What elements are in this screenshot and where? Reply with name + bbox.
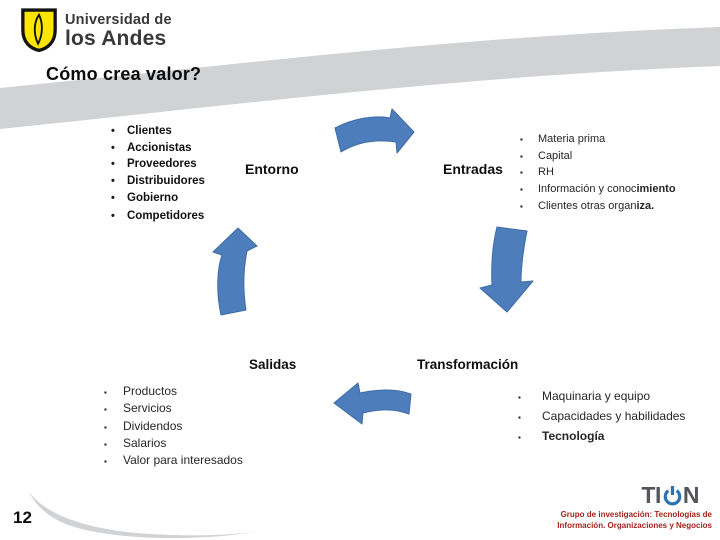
list-item: •Clientes: [111, 125, 172, 137]
list-item: ▪Clientes otras organiza.: [520, 199, 655, 212]
salidas-list: ▪Productos ▪Servicios ▪Dividendos ▪Salar…: [104, 384, 243, 471]
entradas-list: ▪Materia prima ▪Capital ▪RH ▪Información…: [520, 133, 676, 216]
list-item: •Competidores: [111, 209, 205, 222]
list-item: ▪Capital: [520, 149, 573, 162]
transformacion-list: ▪Maquinaria y equipo ▪Capacidades y habi…: [518, 389, 685, 449]
tion-logo-left: TI: [641, 482, 661, 508]
university-name-line1: Universidad de: [65, 12, 172, 28]
bullet-icon: •: [111, 175, 115, 188]
page-number: 12: [13, 508, 32, 527]
university-logo-text: Universidad de los Andes: [65, 12, 172, 49]
bullet-icon: ▪: [104, 457, 107, 467]
entorno-label: Entorno: [245, 161, 299, 177]
caption-line1: Grupo de investigación: Tecnologías de: [560, 510, 712, 519]
list-item: ▪Maquinaria y equipo: [518, 389, 651, 403]
bottom-left-swoosh: [29, 492, 254, 539]
list-item: •Gobierno: [111, 191, 179, 204]
list-item: ▪Información y conocimiento: [520, 183, 676, 196]
list-item: •Proveedores: [111, 158, 197, 171]
bullet-icon: ▪: [520, 185, 523, 195]
university-logo: Universidad de los Andes: [20, 7, 172, 53]
bullet-icon: ▪: [520, 168, 523, 178]
research-group-caption: Grupo de investigación: Tecnologías de I…: [557, 510, 712, 531]
list-item: ▪Productos: [104, 384, 178, 398]
bullet-icon: •: [111, 191, 115, 204]
tion-logo-right: N: [682, 482, 700, 508]
list-item: ▪Valor para interesados: [104, 453, 243, 468]
bullet-icon: ▪: [104, 439, 107, 449]
header-band: [0, 27, 720, 129]
bullet-icon: •: [111, 125, 115, 137]
bullet-icon: •: [111, 141, 115, 154]
cycle-arrow-top-right-icon: [334, 108, 415, 154]
list-item: ▪Salarios: [104, 435, 167, 450]
bullet-icon: •: [111, 158, 115, 171]
bullet-icon: ▪: [520, 135, 523, 144]
bullet-icon: ▪: [518, 413, 521, 422]
list-item: ▪Dividendos: [104, 418, 183, 433]
list-item: •Distribuidores: [111, 175, 205, 188]
bullet-icon: •: [111, 209, 115, 222]
list-item: ▪Tecnología: [518, 429, 605, 443]
university-name-line2: los Andes: [65, 27, 167, 50]
cycle-arrow-right-down-icon: [479, 226, 534, 313]
bullet-icon: ▪: [518, 393, 521, 402]
power-icon: [663, 486, 682, 506]
salidas-label: Salidas: [249, 357, 297, 372]
transformacion-label: Transformación: [417, 357, 519, 372]
bullet-icon: ▪: [520, 201, 523, 211]
list-item: ▪Servicios: [104, 401, 172, 416]
cycle-arrow-left-up-icon: [212, 227, 258, 316]
tion-footer: TI N Grupo de investigación: Tecnologías…: [557, 484, 712, 531]
page-title: Cómo crea valor?: [46, 64, 202, 84]
caption-line2: Información. Organizaciones y Negocios: [557, 520, 712, 530]
cycle-arrow-bottom-left-icon: [333, 382, 412, 425]
bullet-icon: ▪: [104, 405, 107, 415]
list-item: •Accionistas: [111, 141, 192, 154]
bullet-icon: ▪: [518, 433, 521, 442]
bullet-icon: ▪: [104, 422, 107, 432]
bullet-icon: ▪: [520, 151, 523, 161]
entorno-list: •Clientes •Accionistas •Proveedores •Dis…: [111, 125, 205, 226]
list-item: ▪Capacidades y habilidades: [518, 409, 686, 423]
tion-logo: TI N: [641, 484, 699, 507]
list-item: ▪RH: [520, 166, 554, 179]
entradas-label: Entradas: [443, 161, 503, 177]
bullet-icon: ▪: [104, 388, 107, 397]
list-item: ▪Materia prima: [520, 133, 606, 145]
shield-feather-icon: [21, 8, 57, 53]
